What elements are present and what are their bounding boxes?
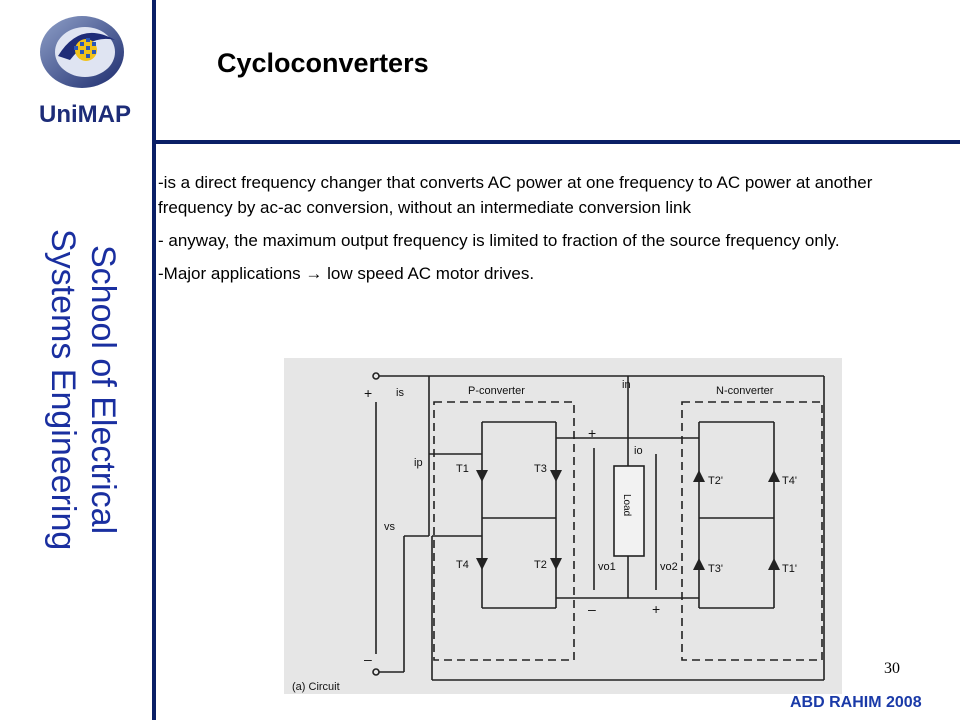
vs-label: vs	[384, 521, 396, 533]
t2p-label: T2'	[708, 475, 723, 487]
io-label: io	[634, 445, 643, 457]
load-label: Load	[621, 494, 632, 516]
circuit-caption: (a) Circuit	[292, 681, 340, 693]
t3-label: T3	[534, 463, 547, 475]
cycloconverter-circuit-diagram: P-converter N-converter Load (a) Circuit…	[284, 358, 842, 694]
vo1-plus: +	[588, 425, 596, 441]
in-label: in	[622, 379, 631, 391]
school-title: School of Electrical Systems Engineering	[28, 180, 138, 600]
slide-body: -is a direct frequency changer that conv…	[158, 170, 898, 294]
source-plus: +	[364, 385, 372, 401]
p-converter-label: P-converter	[468, 385, 525, 397]
t1p-label: T1'	[782, 563, 797, 575]
vo2-plus: +	[652, 601, 660, 617]
vo1-minus: –	[588, 601, 596, 617]
is-label: is	[396, 387, 404, 399]
vertical-divider	[152, 0, 156, 720]
unimap-logo: UniMAP	[39, 16, 131, 128]
ip-label: ip	[414, 457, 423, 469]
paragraph-definition: -is a direct frequency changer that conv…	[158, 173, 873, 217]
school-title-line2: Systems Engineering	[44, 229, 82, 551]
paragraph-applications: -Major applications → low speed AC motor…	[158, 264, 535, 283]
footer-author: ABD RAHIM 2008	[790, 694, 922, 711]
t3p-label: T3'	[708, 563, 723, 575]
t1-label: T1	[456, 463, 469, 475]
logo-text: UniMAP	[39, 101, 131, 128]
n-converter-label: N-converter	[716, 385, 774, 397]
t4-label: T4	[456, 559, 469, 571]
vo1-label: vo1	[598, 561, 616, 573]
horizontal-divider	[152, 140, 960, 144]
school-title-line1: School of Electrical	[84, 245, 122, 535]
vo2-label: vo2	[660, 561, 678, 573]
slide-title: Cycloconverters	[217, 48, 429, 78]
slide-number: 30	[884, 660, 900, 677]
source-minus: –	[364, 651, 372, 667]
t4p-label: T4'	[782, 475, 797, 487]
paragraph-limitation: - anyway, the maximum output frequency i…	[158, 231, 840, 250]
t2-label: T2	[534, 559, 547, 571]
